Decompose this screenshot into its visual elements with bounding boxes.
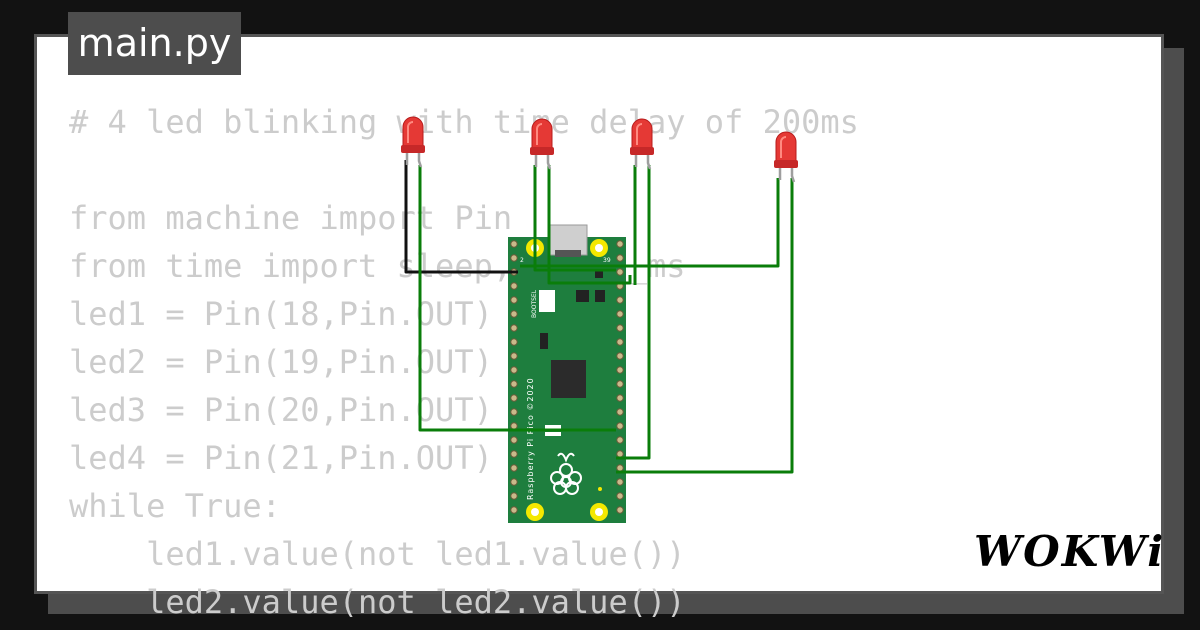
wires [404, 160, 794, 474]
code-line-7: led3 = Pin(20,Pin.OUT) [69, 391, 493, 429]
wire-led4[interactable] [616, 178, 794, 474]
header-pin[interactable] [616, 380, 624, 388]
header-pin[interactable] [510, 240, 518, 248]
wire-led3[interactable] [616, 165, 651, 460]
led-rim [401, 145, 425, 153]
led-shine [407, 121, 414, 143]
wokwi-logo-text: WOKWi [974, 527, 1166, 576]
header-pin[interactable] [510, 338, 518, 346]
header-pin[interactable] [510, 324, 518, 332]
header-pin[interactable] [510, 478, 518, 486]
wire-led2-cathode[interactable] [533, 165, 616, 272]
header-pin[interactable] [510, 422, 518, 430]
code-line-6: led2 = Pin(19,Pin.OUT) [69, 343, 493, 381]
code-line-9: while True: [69, 487, 281, 525]
header-pin[interactable] [616, 254, 624, 262]
header-pin[interactable] [510, 394, 518, 402]
code-line-5: led1 = Pin(18,Pin.OUT) [69, 295, 493, 333]
header-pin[interactable] [616, 366, 624, 374]
pin-label-right: 39 [603, 257, 611, 264]
header-pin[interactable] [616, 422, 624, 430]
header-pin[interactable] [616, 436, 624, 444]
header-pin[interactable] [510, 352, 518, 360]
header-pin[interactable] [616, 394, 624, 402]
led-legs [534, 155, 552, 170]
rp2040-chip [551, 360, 586, 398]
code-line-8: led4 = Pin(21,Pin.OUT) [69, 439, 493, 477]
header-pin[interactable] [616, 478, 624, 486]
led-legs [405, 153, 423, 168]
header-pin[interactable] [616, 268, 624, 276]
header-pin[interactable] [616, 450, 624, 458]
header-pin[interactable] [510, 450, 518, 458]
bootsel-button[interactable] [539, 290, 555, 312]
wire-led2[interactable] [547, 165, 632, 285]
file-tab[interactable]: main.py [68, 12, 241, 75]
header-pin[interactable] [616, 240, 624, 248]
led-2[interactable] [530, 118, 554, 170]
header-pin[interactable] [510, 506, 518, 514]
header-pin[interactable] [510, 408, 518, 416]
bootsel-label: BOOTSEL [531, 289, 538, 318]
led-legs [634, 155, 652, 170]
raspberry-logo-icon [550, 452, 582, 495]
pin-header-right [616, 240, 624, 514]
ground-wire[interactable] [404, 160, 518, 274]
led-rim [530, 147, 554, 155]
led-shine [780, 136, 787, 158]
led-3[interactable] [630, 118, 654, 170]
pico-board[interactable]: Raspberry Pi Pico ©2020 BOOTSEL 2 39 [508, 224, 626, 523]
led-1[interactable] [401, 116, 425, 168]
header-pin[interactable] [510, 310, 518, 318]
header-pin[interactable] [510, 254, 518, 262]
header-pin[interactable] [616, 352, 624, 360]
code-line-3: from machine import Pin [69, 199, 513, 237]
header-pin[interactable] [510, 492, 518, 500]
header-pin[interactable] [510, 366, 518, 374]
header-pin[interactable] [510, 380, 518, 388]
code-line-11: led2.value(not led2.value()) [69, 583, 686, 621]
led-legs [778, 168, 796, 183]
header-pin[interactable] [616, 324, 624, 332]
led-rim [630, 147, 654, 155]
header-pin[interactable] [616, 464, 624, 472]
header-pin[interactable] [510, 282, 518, 290]
header-pin[interactable] [616, 296, 624, 304]
header-pin[interactable] [616, 310, 624, 318]
header-pin[interactable] [616, 492, 624, 500]
led-rim [774, 160, 798, 168]
board-silkscreen: Raspberry Pi Pico ©2020 [526, 377, 535, 500]
code-line-10: led1.value(not led1.value()) [69, 535, 686, 573]
header-pin[interactable] [510, 464, 518, 472]
header-pin[interactable] [510, 296, 518, 304]
led-group [401, 116, 798, 183]
wire-led1[interactable] [418, 165, 616, 432]
led-shine [636, 123, 643, 145]
header-pin[interactable] [616, 506, 624, 514]
pin-label-left: 2 [520, 257, 524, 264]
pin-header-left [510, 240, 518, 514]
header-pin[interactable] [616, 408, 624, 416]
wire-led4-cathode[interactable] [520, 178, 780, 268]
wokwi-logo: WOKWi [974, 526, 1166, 578]
header-pin[interactable] [616, 338, 624, 346]
led-shine [536, 123, 543, 145]
header-pin[interactable] [510, 436, 518, 444]
led-4[interactable] [774, 131, 798, 183]
